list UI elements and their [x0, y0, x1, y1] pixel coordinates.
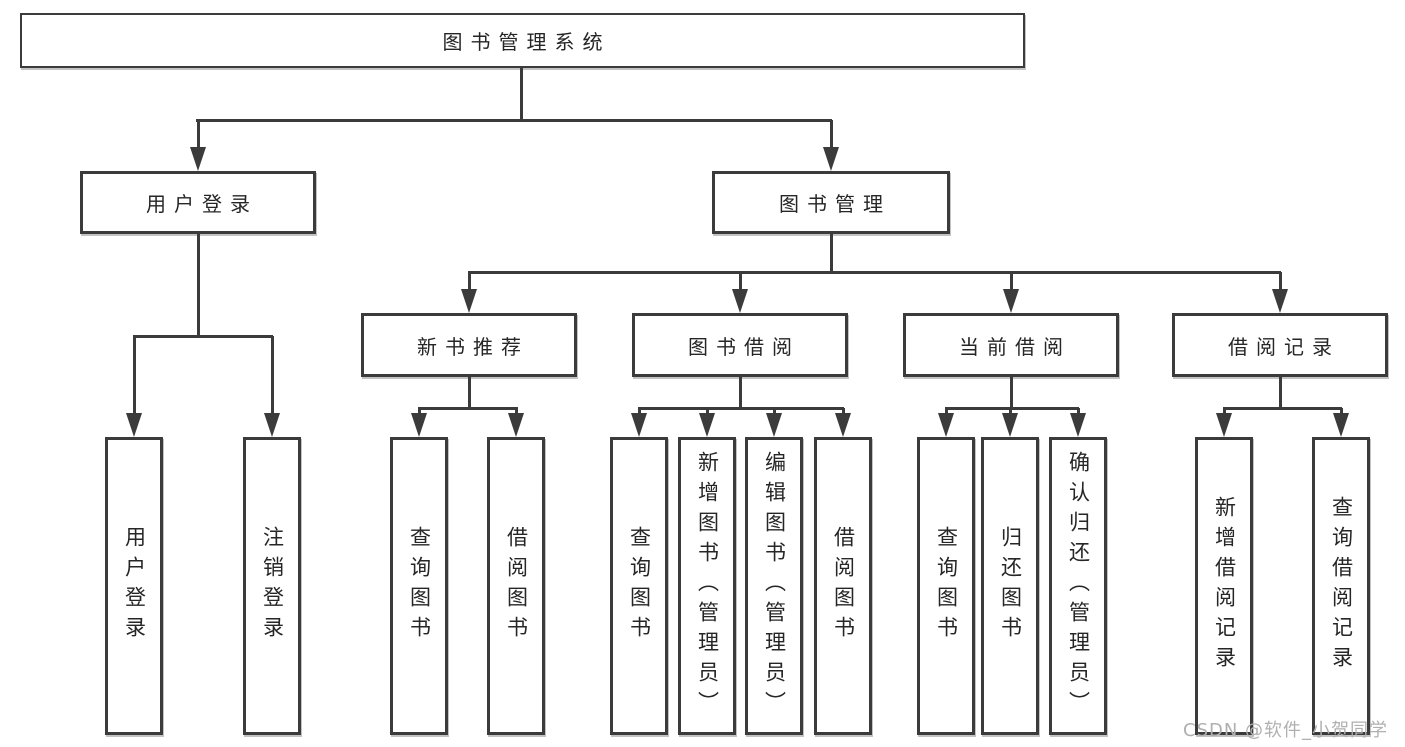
- connector-line: [739, 272, 742, 294]
- connector-line: [773, 408, 776, 416]
- node-label: 用户登录: [146, 192, 258, 216]
- connector-line: [830, 234, 833, 273]
- arrow-down: [699, 413, 715, 437]
- arrow-down: [1272, 289, 1288, 313]
- leaf-borrow-books-recommend: 借阅图书: [487, 437, 545, 735]
- node-label: 借阅记录: [1228, 334, 1340, 359]
- connector-line: [1223, 407, 1342, 410]
- arrow-down: [1003, 289, 1019, 313]
- leaf-user-login: 用户登录: [105, 437, 163, 735]
- arrow-down: [631, 413, 647, 437]
- node-book-management: 图书管理: [712, 171, 950, 234]
- connector-line: [197, 234, 200, 337]
- node-label: 当前借阅: [959, 334, 1071, 359]
- leaf-confirm-return-admin: 确认归还（管理员）: [1049, 437, 1107, 735]
- connector-line: [418, 408, 421, 416]
- leaf-label: 新增借阅记录: [1212, 496, 1237, 676]
- leaf-label: 用户登录: [122, 526, 147, 646]
- node-borrow-records: 借阅记录: [1172, 313, 1388, 377]
- leaf-borrow-books: 借阅图书: [814, 437, 872, 735]
- connector-line: [196, 119, 832, 122]
- arrow-down: [766, 413, 782, 437]
- connector-line: [945, 407, 1079, 410]
- leaf-query-books-borrowing: 查询图书: [610, 437, 668, 735]
- leaf-label: 借阅图书: [831, 526, 856, 646]
- node-book-borrowing: 图书借阅: [632, 313, 848, 377]
- leaf-label: 借阅图书: [504, 526, 529, 646]
- leaf-query-books-current: 查询图书: [917, 437, 975, 735]
- connector-line: [468, 271, 1281, 274]
- connector-line: [133, 335, 273, 338]
- arrow-down: [1070, 413, 1086, 437]
- connector-line: [1077, 408, 1080, 416]
- arrow-down: [835, 413, 851, 437]
- arrow-down: [938, 413, 954, 437]
- connector-line: [520, 68, 523, 121]
- connector-line: [1010, 377, 1013, 409]
- arrow-down: [190, 147, 206, 171]
- connector-line: [468, 272, 471, 294]
- arrow-down: [823, 147, 839, 171]
- leaf-label: 编辑图书（管理员）: [762, 451, 787, 721]
- leaf-return-books: 归还图书: [981, 437, 1039, 735]
- arrow-down: [264, 413, 280, 437]
- connector-line: [638, 408, 641, 416]
- connector-line: [1223, 408, 1226, 416]
- arrow-down: [508, 413, 524, 437]
- arrow-down: [732, 289, 748, 313]
- connector-line: [1010, 272, 1013, 294]
- leaf-add-books-admin: 新增图书（管理员）: [678, 437, 736, 735]
- node-label: 新书推荐: [417, 334, 529, 359]
- leaf-label: 查询图书: [934, 526, 959, 646]
- leaf-label: 查询借阅记录: [1329, 496, 1354, 676]
- connector-line: [271, 336, 274, 416]
- arrow-down: [1216, 413, 1232, 437]
- node-library-system: 图书管理系统: [20, 13, 1025, 68]
- arrow-down: [1333, 413, 1349, 437]
- leaf-edit-books-admin: 编辑图书（管理员）: [745, 437, 803, 735]
- connector-line: [1279, 377, 1282, 409]
- leaf-label: 查询图书: [627, 526, 652, 646]
- leaf-query-books-recommend: 查询图书: [390, 437, 448, 735]
- node-new-book-recommend: 新书推荐: [361, 313, 577, 377]
- connector-line: [418, 407, 518, 410]
- connector-line: [1009, 408, 1012, 416]
- leaf-add-borrow-record: 新增借阅记录: [1195, 437, 1253, 735]
- arrow-down: [411, 413, 427, 437]
- leaf-label: 归还图书: [998, 526, 1023, 646]
- connector-line: [133, 336, 136, 416]
- connector-line: [945, 408, 948, 416]
- arrow-down: [1002, 413, 1018, 437]
- connector-line: [468, 377, 471, 409]
- connector-line: [638, 407, 844, 410]
- node-current-borrowing: 当前借阅: [903, 313, 1119, 377]
- node-label: 图书管理: [779, 192, 891, 216]
- connector-line: [739, 377, 742, 409]
- arrow-down: [126, 413, 142, 437]
- leaf-logout: 注销登录: [243, 437, 301, 735]
- node-label: 图书管理系统: [442, 30, 611, 54]
- connector-line: [1340, 408, 1343, 416]
- connector-line: [706, 408, 709, 416]
- connector-line: [842, 408, 845, 416]
- node-user-login: 用户登录: [80, 171, 316, 234]
- connector-line: [1279, 272, 1282, 294]
- leaf-query-borrow-record: 查询借阅记录: [1312, 437, 1370, 735]
- leaf-label: 查询图书: [407, 526, 432, 646]
- watermark: CSDN @软件_小贺同学: [1183, 720, 1389, 741]
- connector-line: [197, 120, 200, 150]
- node-label: 图书借阅: [688, 334, 800, 359]
- leaf-label: 确认归还（管理员）: [1066, 451, 1091, 721]
- connector-line: [515, 408, 518, 416]
- arrow-down: [461, 289, 477, 313]
- connector-line: [830, 120, 833, 150]
- leaf-label: 注销登录: [260, 526, 285, 646]
- leaf-label: 新增图书（管理员）: [695, 451, 720, 721]
